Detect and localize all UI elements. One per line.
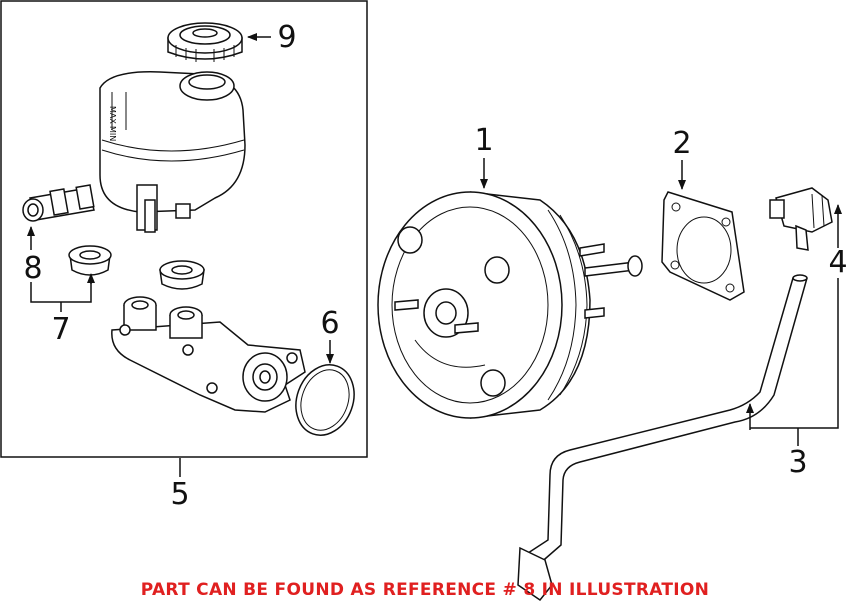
check-valve-part[interactable] bbox=[769, 187, 833, 251]
reservoir-max-mark: MAX bbox=[108, 106, 117, 124]
master-cylinder-part[interactable] bbox=[111, 296, 306, 413]
fluid-reservoir-part[interactable]: MAX MIN bbox=[99, 71, 246, 233]
callout-8: 8 bbox=[23, 251, 42, 286]
seal-ring-part[interactable] bbox=[286, 357, 363, 444]
callout-lines bbox=[27, 33, 842, 477]
callout-5: 5 bbox=[170, 477, 189, 512]
callout-1: 1 bbox=[474, 123, 493, 158]
reservoir-cap-part[interactable] bbox=[167, 22, 243, 62]
callout-3: 3 bbox=[788, 445, 807, 480]
gasket-part[interactable] bbox=[661, 191, 745, 301]
assembly-box bbox=[0, 0, 368, 458]
callout-2: 2 bbox=[672, 126, 691, 161]
callout-9: 9 bbox=[277, 20, 296, 55]
brake-booster-part[interactable] bbox=[377, 191, 643, 419]
reservoir-min-mark: MIN bbox=[108, 126, 117, 141]
grommet-part[interactable] bbox=[68, 245, 205, 290]
vacuum-hose-part[interactable] bbox=[517, 274, 808, 602]
callout-7: 7 bbox=[51, 312, 70, 347]
callout-4: 4 bbox=[828, 245, 847, 280]
reference-caption: PART CAN BE FOUND AS REFERENCE # 8 IN IL… bbox=[140, 580, 710, 600]
fluid-level-sensor-part[interactable] bbox=[22, 184, 95, 222]
callout-6: 6 bbox=[320, 306, 339, 341]
